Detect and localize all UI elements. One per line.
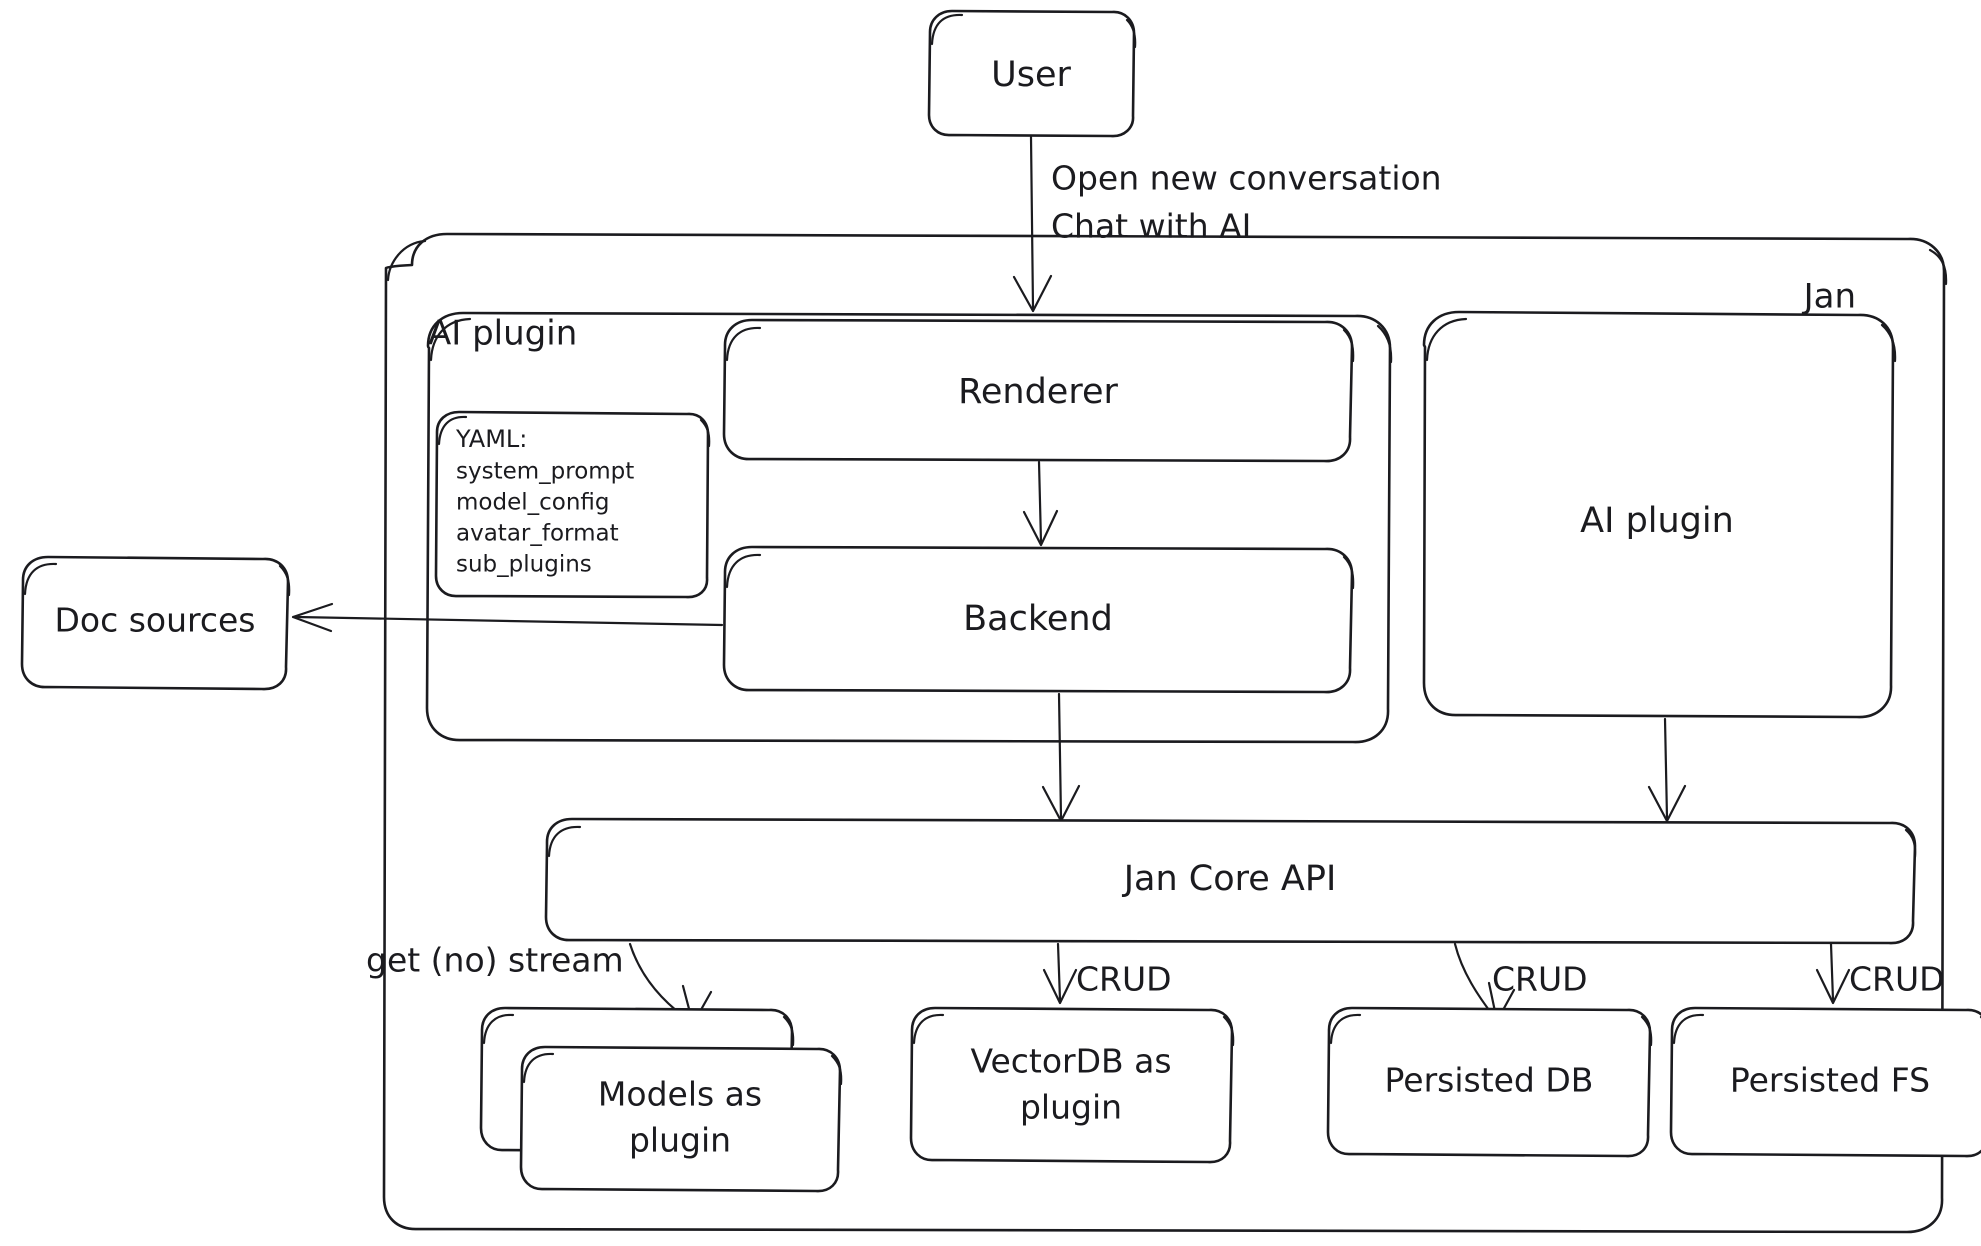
persisted-fs-label: Persisted FS: [1730, 1061, 1930, 1100]
edge-renderer-to-backend: [1022, 460, 1059, 547]
user-label: User: [991, 55, 1071, 95]
yaml-line-system-prompt: system_prompt: [456, 459, 634, 485]
edge-core-to-vectordb-label: CRUD: [1076, 960, 1172, 999]
edge-core-to-vectordb: CRUD: [1042, 942, 1172, 1005]
user-node[interactable]: User: [927, 9, 1137, 138]
backend-node[interactable]: Backend: [722, 545, 1355, 694]
models-as-plugin-front-card: [519, 1045, 842, 1193]
edge-backend-to-doc-sources: [291, 602, 724, 633]
ai-plugin-right-label: AI plugin: [1580, 501, 1734, 541]
ai-plugin-group-label: AI plugin: [428, 314, 577, 354]
yaml-header: YAML:: [455, 425, 527, 453]
vectordb-as-plugin-label-line2: plugin: [1020, 1088, 1122, 1127]
models-as-plugin-label-line2: plugin: [629, 1121, 731, 1160]
yaml-line-avatar-format: avatar_format: [456, 521, 619, 547]
yaml-line-model-config: model_config: [456, 490, 610, 516]
ai-plugin-right-node[interactable]: AI plugin: [1422, 310, 1897, 719]
yaml-config-box[interactable]: YAML: system_prompt model_config avatar_…: [434, 410, 711, 599]
edge-backend-to-core: [1041, 692, 1081, 823]
jan-container-label: Jan: [1802, 277, 1856, 317]
models-as-plugin-node[interactable]: Models as plugin: [479, 1006, 843, 1193]
jan-core-api-node[interactable]: Jan Core API: [544, 817, 1917, 945]
jan-core-api-label: Jan Core API: [1122, 859, 1337, 899]
vectordb-as-plugin-label-line1: VectorDB as: [970, 1042, 1171, 1081]
persisted-fs-node[interactable]: Persisted FS: [1669, 1006, 1981, 1158]
edge-user-to-renderer-label-line2: Chat with AI: [1051, 207, 1251, 246]
edge-user-to-renderer-label-line1: Open new conversation: [1051, 159, 1442, 198]
vectordb-as-plugin-node[interactable]: VectorDB as plugin: [909, 1006, 1235, 1164]
doc-sources-label: Doc sources: [54, 601, 255, 640]
edge-core-to-models-label: get (no) stream: [366, 941, 624, 980]
edge-core-to-persisted-db-label: CRUD: [1492, 960, 1588, 999]
persisted-db-node[interactable]: Persisted DB: [1326, 1006, 1653, 1158]
edge-core-to-models: get (no) stream: [366, 941, 713, 1026]
doc-sources-node[interactable]: Doc sources: [20, 555, 291, 691]
edge-ai-plugin-to-core: [1647, 717, 1687, 823]
edge-core-to-persisted-fs-label: CRUD: [1849, 960, 1945, 999]
edge-core-to-persisted-fs: CRUD: [1815, 942, 1945, 1005]
renderer-node[interactable]: Renderer: [722, 318, 1355, 463]
yaml-line-sub-plugins: sub_plugins: [456, 552, 592, 578]
persisted-db-label: Persisted DB: [1385, 1061, 1594, 1100]
edge-user-to-renderer: Open new conversation Chat with AI: [1012, 135, 1442, 313]
models-as-plugin-label-line1: Models as: [598, 1075, 762, 1114]
backend-label: Backend: [963, 599, 1113, 639]
renderer-label: Renderer: [958, 372, 1118, 412]
